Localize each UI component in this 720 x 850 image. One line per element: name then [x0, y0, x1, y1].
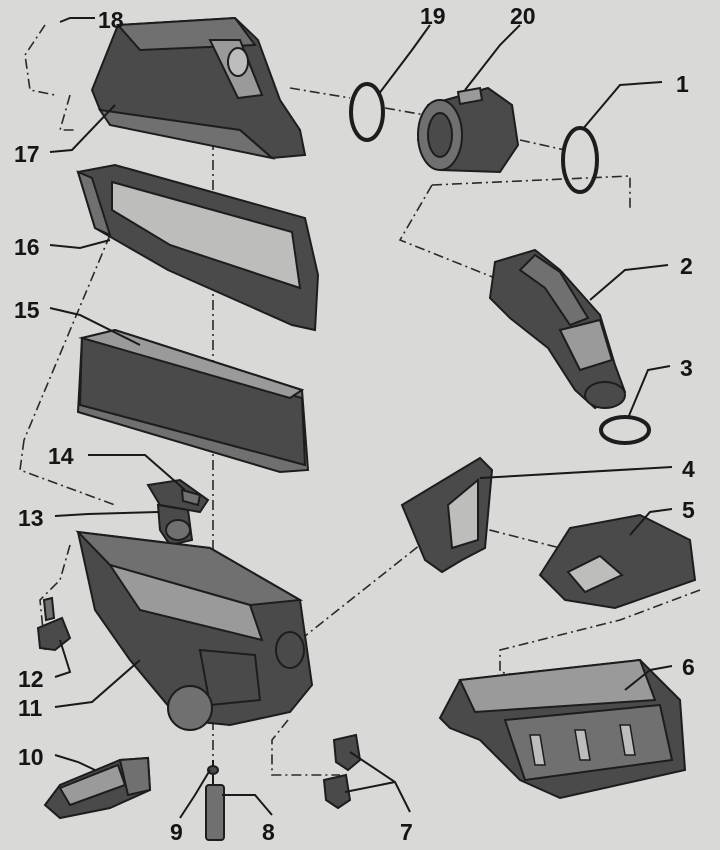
seal-ring-part-3	[599, 415, 651, 445]
callout-labels: 1 2 3 4 5 6 7 8 9 10 11 12 13 14 15 16 1…	[14, 3, 695, 845]
front-duct-part-6	[438, 658, 687, 800]
gasket-ring-part-19	[349, 82, 385, 142]
callout-1: 1	[676, 71, 689, 97]
callout-11: 11	[18, 695, 43, 721]
callout-3: 3	[680, 355, 693, 381]
clamp-ring-part-1	[561, 126, 599, 194]
filter-element-part-15	[76, 328, 310, 474]
intake-scoop-part-5	[538, 513, 697, 610]
callout-2: 2	[680, 253, 693, 279]
intake-duct-part-10	[43, 756, 152, 820]
callout-17: 17	[14, 141, 40, 167]
callout-18: 18	[98, 7, 124, 33]
callout-10: 10	[18, 744, 44, 770]
drain-bolt-part-9	[207, 760, 219, 785]
callout-4: 4	[682, 456, 695, 482]
air-guide-part-4	[400, 456, 494, 574]
intake-hose-part-2	[488, 248, 627, 410]
callout-14: 14	[48, 443, 74, 469]
air-mass-meter-part-20	[416, 86, 520, 174]
callout-9: 9	[170, 819, 183, 845]
filter-frame-part-16	[76, 163, 320, 332]
callout-7: 7	[400, 819, 413, 845]
callout-13: 13	[18, 505, 44, 531]
callout-5: 5	[682, 497, 695, 523]
drain-valve-part-8	[205, 784, 225, 841]
leader-lines	[49, 17, 673, 819]
callout-12: 12	[18, 666, 44, 692]
callout-8: 8	[262, 819, 275, 845]
callout-20: 20	[510, 3, 536, 29]
clip-part-14	[146, 478, 210, 514]
rubber-mounts-part-7	[322, 733, 362, 810]
callout-6: 6	[682, 654, 695, 680]
upper-housing-part-17	[90, 16, 307, 160]
callout-19: 19	[420, 3, 446, 29]
callout-15: 15	[14, 297, 40, 323]
sensor-part-12	[36, 596, 72, 652]
lower-housing-part-11	[75, 530, 314, 731]
bracket-part-13	[156, 503, 194, 547]
callout-16: 16	[14, 234, 40, 260]
